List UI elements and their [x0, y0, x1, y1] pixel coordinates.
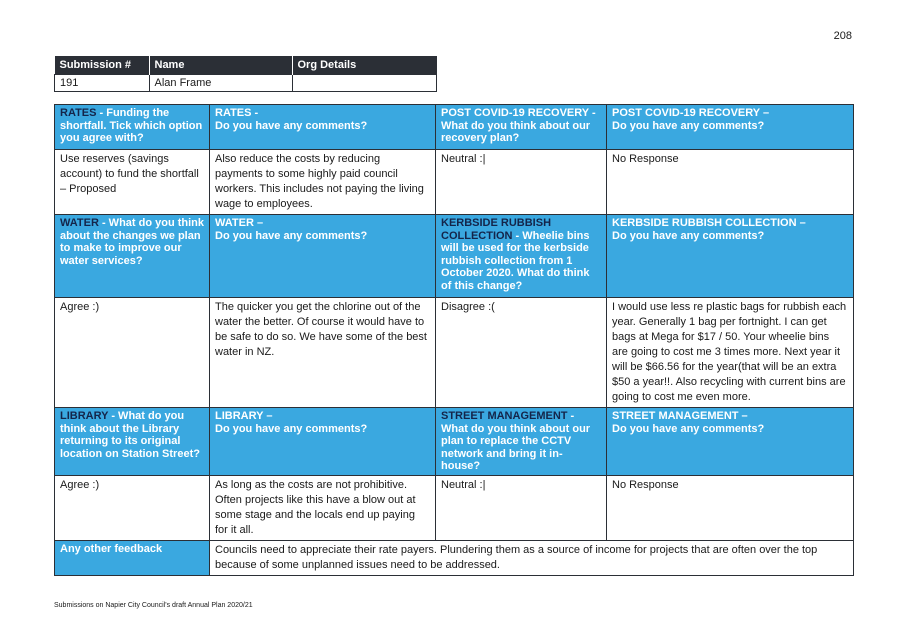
answer-cell: Agree :)	[54, 474, 210, 541]
answer-cell: Neutral :|	[435, 149, 607, 215]
question-header: STREET MANAGEMENT - What do you think ab…	[435, 407, 607, 476]
question-header: KERBSIDE RUBBISH COLLECTION – Do you hav…	[606, 214, 854, 298]
answer-cell: Agree :)	[54, 297, 210, 408]
question-header: STREET MANAGEMENT – Do you have any comm…	[606, 407, 854, 476]
question-text: KERBSIDE RUBBISH COLLECTION – Do you hav…	[612, 217, 806, 242]
question-text: - Wheelie bins will be used for the kerb…	[441, 229, 590, 292]
question-text: RATES - Do you have any comments?	[215, 107, 368, 132]
submission-number: 191	[54, 74, 150, 92]
question-text: STREET MANAGEMENT – Do you have any comm…	[612, 410, 765, 435]
question-header: LIBRARY – Do you have any comments?	[209, 407, 436, 476]
answer-cell: The quicker you get the chlorine out of …	[209, 297, 436, 408]
question-text: LIBRARY – Do you have any comments?	[215, 410, 368, 435]
question-text: WATER – Do you have any comments?	[215, 217, 368, 242]
answer-cell: Disagree :(	[435, 297, 607, 408]
question-topic: STREET MANAGEMENT	[441, 410, 568, 422]
org-details	[291, 74, 437, 92]
answer-cell: Neutral :|	[435, 474, 607, 541]
question-topic: RATES	[60, 107, 97, 119]
question-text: - What do you think about the changes we…	[60, 217, 205, 267]
section-header-row: RATES - Funding the shortfall. Tick whic…	[54, 104, 854, 150]
answer-cell: No Response	[606, 149, 854, 215]
question-topic: KERBSIDE RUBBISH COLLECTION	[441, 217, 552, 242]
header-submission-number: Submission #	[54, 56, 150, 75]
footer-text: Submissions on Napier City Council's dra…	[54, 602, 253, 609]
header-org-details: Org Details	[292, 56, 437, 75]
question-header: RATES - Do you have any comments?	[209, 104, 436, 150]
question-text: - Funding the shortfall. Tick which opti…	[60, 107, 203, 144]
answer-cell: Use reserves (savings account) to fund t…	[54, 149, 210, 215]
question-header: RATES - Funding the shortfall. Tick whic…	[54, 104, 210, 150]
header-name: Name	[149, 56, 293, 75]
question-text: - What do you think about the Library re…	[60, 410, 200, 460]
question-topic: WATER	[60, 217, 99, 229]
answer-cell: No Response	[606, 474, 854, 541]
section-header-row: LIBRARY - What do you think about the Li…	[54, 407, 854, 476]
other-feedback-label: Any other feedback	[54, 539, 210, 576]
question-header: KERBSIDE RUBBISH COLLECTION - Wheelie bi…	[435, 214, 607, 298]
submission-table: Submission # Name Org Details 191 Alan F…	[54, 56, 437, 92]
question-header: WATER - What do you think about the chan…	[54, 214, 210, 298]
question-text: POST COVID-19 RECOVERY – Do you have any…	[612, 107, 770, 132]
section-answer-row: Agree :)The quicker you get the chlorine…	[54, 297, 854, 408]
other-feedback-text: Councils need to appreciate their rate p…	[209, 539, 854, 576]
section-answer-row: Agree :)As long as the costs are not pro…	[54, 474, 854, 541]
question-header: WATER – Do you have any comments?	[209, 214, 436, 298]
question-header: POST COVID-19 RECOVERY – Do you have any…	[606, 104, 854, 150]
answer-cell: Also reduce the costs by reducing paymen…	[209, 149, 436, 215]
section-header-row: WATER - What do you think about the chan…	[54, 214, 854, 298]
question-header: POST COVID-19 RECOVERY - What do you thi…	[435, 104, 607, 150]
question-header: LIBRARY - What do you think about the Li…	[54, 407, 210, 476]
question-topic: LIBRARY	[60, 410, 109, 422]
answer-cell: I would use less re plastic bags for rub…	[606, 297, 854, 408]
question-text: POST COVID-19 RECOVERY - What do you thi…	[441, 107, 596, 144]
section-answer-row: Use reserves (savings account) to fund t…	[54, 149, 854, 215]
answer-cell: As long as the costs are not prohibitive…	[209, 474, 436, 541]
submission-responses-table: RATES - Funding the shortfall. Tick whic…	[54, 104, 854, 576]
page-number: 208	[833, 30, 852, 42]
submitter-name: Alan Frame	[148, 74, 293, 92]
question-text: - What do you think about our plan to re…	[441, 410, 591, 472]
